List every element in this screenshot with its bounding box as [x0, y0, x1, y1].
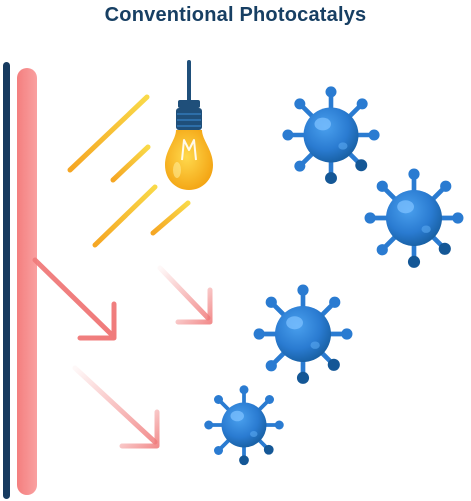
virus-icon — [254, 285, 353, 384]
virus-icon — [282, 86, 379, 184]
photocatalyst-panel — [3, 62, 37, 499]
virus-icon — [365, 169, 464, 268]
light-ray-2 — [110, 144, 151, 183]
arrow-faded-upper — [157, 265, 213, 325]
arrow-solid — [32, 257, 117, 341]
light-bulb-icon — [165, 60, 213, 190]
light-ray-3 — [92, 184, 158, 248]
light-ray-4 — [150, 200, 191, 236]
photocatalyst-bar — [17, 68, 37, 495]
light-ray-1 — [67, 94, 150, 173]
virus-icon — [202, 383, 286, 467]
panel-edge-line — [3, 62, 10, 499]
arrow-faded-lower — [72, 365, 160, 449]
light-rays — [67, 94, 191, 248]
page-title: Conventional Photocatalys — [104, 4, 367, 26]
reflection-arrows — [32, 257, 213, 449]
